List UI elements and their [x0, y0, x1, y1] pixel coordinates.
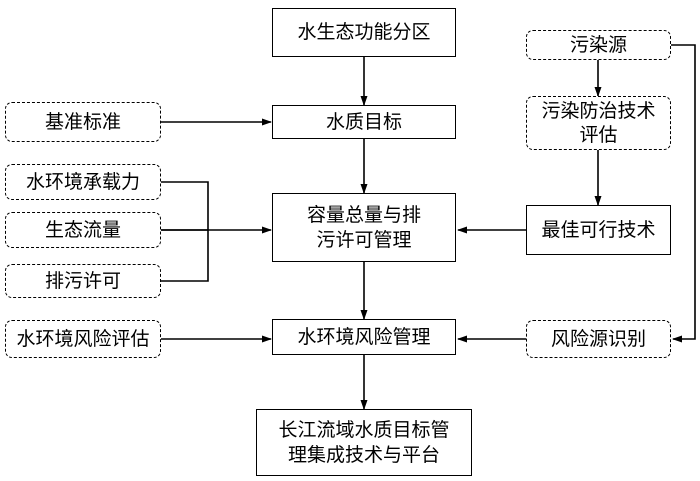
pollution-source-label: 污染源: [569, 33, 627, 56]
platform-line-2: 理集成技术与平台: [287, 443, 440, 466]
discharge-permit-label: 排污许可: [44, 269, 121, 292]
water-quality-target-label: 水质目标: [325, 110, 402, 133]
functional-zoning-label: 水生态功能分区: [297, 21, 431, 43]
risk-management-box: 水环境风险管理: [272, 319, 456, 355]
arrow-source-to-risk-source: [671, 44, 696, 343]
best-available-tech-label: 最佳可行技术: [541, 218, 656, 241]
best-available-tech-box: 最佳可行技术: [526, 205, 671, 255]
pollution-control-eval-line-2: 评估: [579, 124, 618, 146]
ecological-flow-label: 生态流量: [44, 218, 121, 241]
platform-line-1: 长江流域水质目标管: [278, 418, 450, 441]
benchmark-standard-box: 基准标准: [5, 102, 161, 142]
benchmark-standard-label: 基准标准: [44, 110, 121, 133]
pollution-control-eval-box: 污染防治技术 评估: [526, 96, 671, 150]
capacity-management-line-2: 污许可管理: [316, 228, 412, 251]
risk-source-identification-box: 风险源识别: [526, 320, 671, 358]
capacity-management-box: 容量总量与排 污许可管理: [272, 193, 456, 262]
risk-management-label: 水环境风险管理: [297, 325, 431, 348]
pollution-control-eval-line-1: 污染防治技术: [541, 100, 656, 122]
functional-zoning-box: 水生态功能分区: [272, 8, 456, 57]
carrying-capacity-label: 水环境承载力: [25, 170, 140, 193]
ecological-flow-box: 生态流量: [5, 212, 161, 248]
capacity-management-line-1: 容量总量与排: [306, 203, 421, 226]
risk-assessment-box: 水环境风险评估: [5, 320, 161, 358]
discharge-permit-box: 排污许可: [5, 264, 161, 298]
water-quality-target-box: 水质目标: [272, 105, 456, 139]
carrying-capacity-box: 水环境承载力: [5, 164, 161, 200]
risk-assessment-label: 水环境风险评估: [16, 327, 150, 350]
pollution-source-box: 污染源: [526, 30, 671, 60]
risk-source-identification-label: 风险源识别: [550, 327, 646, 350]
line-carrying-capacity: [161, 181, 209, 282]
platform-box: 长江流域水质目标管 理集成技术与平台: [256, 409, 472, 476]
